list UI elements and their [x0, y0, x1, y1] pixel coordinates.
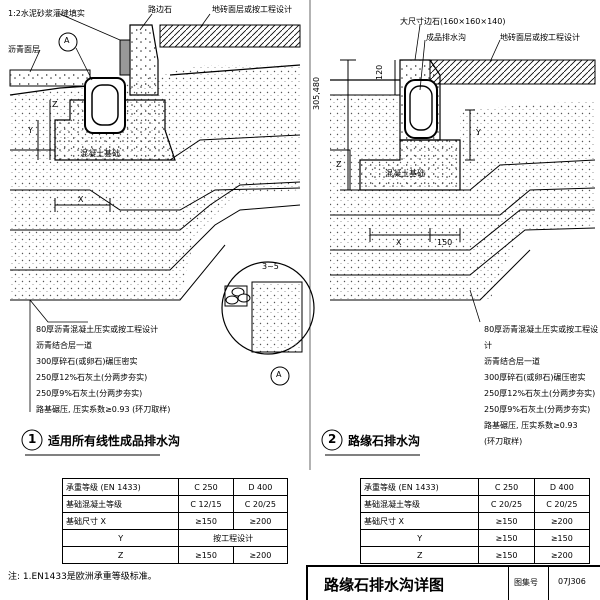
right-dim-150: 150: [437, 238, 453, 247]
left-paving-layer: [159, 24, 301, 48]
caption-2-text: 路缘石排水沟: [348, 434, 421, 448]
table-cell: ≥200: [232, 512, 289, 530]
right-layer-1: 80厚沥青混凝土压实或按工程设计: [484, 325, 599, 350]
right-label-channel: 成品排水沟: [426, 33, 466, 42]
table-cell: 承重等级 (EN 1433): [359, 478, 480, 496]
left-label-paving: 地砖面层或按工程设计: [212, 5, 292, 14]
left-detail-marker: A: [64, 36, 70, 45]
right-section-detail: [330, 24, 596, 323]
table-row: Z≥150≥200: [61, 546, 289, 564]
title-block: 路缘石排水沟详图 图集号 07J306: [306, 565, 600, 600]
right-layer-2: 沥青结合层一道: [484, 357, 540, 366]
left-label-curb: 路边石: [148, 5, 172, 14]
right-label-paving: 地砖面层或按工程设计: [500, 33, 580, 42]
table-cell: ≥150: [178, 512, 234, 530]
left-label-grout: 1:2水泥砂浆灌缝填实: [8, 9, 85, 18]
left-asphalt-layer: [9, 69, 91, 87]
caption-2-circle: [321, 429, 343, 451]
table-cell: ≥150: [533, 529, 591, 547]
table-cell: C 250: [178, 478, 234, 496]
right-base-label: 混凝土基础: [385, 169, 425, 178]
table-cell: D 400: [232, 478, 289, 496]
left-dim-y: Y: [28, 126, 33, 135]
left-base-label: 混凝土基础: [80, 149, 120, 158]
notes: 注: 1.EN1433是欧洲承重等级标准。: [8, 570, 157, 585]
caption-1-circle: [21, 429, 43, 451]
caption-1-text: 适用所有线性成品排水沟: [48, 434, 181, 448]
table-cell: D 400: [533, 478, 591, 496]
table-cell: 基础混凝土等级: [61, 495, 180, 513]
table-cell: C 20/25: [533, 495, 591, 513]
table-cell: Y: [61, 529, 180, 547]
table-cell: C 20/25: [478, 495, 535, 513]
right-dim-y: Y: [476, 128, 481, 137]
left-enlarge-marker: A: [276, 370, 282, 379]
table-row: Z≥150≥200: [359, 546, 591, 564]
right-label-curb: 大尺寸边石(160×160×140): [400, 17, 506, 26]
table-cell: C 12/15: [178, 495, 234, 513]
right-paving-layer: [429, 59, 596, 85]
right-layer-3: 300厚碎石(或卵石)碾压密实: [484, 373, 586, 382]
table-cell: ≥150: [478, 512, 535, 530]
right-dim-side: 305,480: [312, 76, 321, 110]
table-cell: 按工程设计: [178, 529, 288, 547]
left-dim-z: Z: [52, 100, 58, 109]
caption-2-num: 2: [328, 432, 337, 446]
table-cell: ≥200: [232, 546, 289, 564]
right-layer-5: 250厚9%石灰土(分两步夯实): [484, 405, 591, 414]
table-cell: ≥150: [178, 546, 234, 564]
right-layer-list: 80厚沥青混凝土压实或按工程设计 沥青结合层一道 300厚碎石(或卵石)碾压密实…: [484, 322, 600, 450]
atlas-label: 图集号: [514, 578, 538, 587]
left-detail-dim: 3~5: [262, 262, 279, 271]
left-layer-5: 250厚9%石灰土(分两步夯实): [36, 389, 143, 398]
table-cell: C 20/25: [232, 495, 289, 513]
right-concrete-base: [359, 139, 461, 191]
left-curb-stone: [129, 24, 159, 96]
right-dim-z: Z: [336, 160, 342, 169]
drawing-title: 路缘石排水沟详图: [324, 576, 445, 594]
note-1: 注: 1.EN1433是欧洲承重等级标准。: [8, 572, 157, 582]
left-layer-4: 250厚12%石灰土(分两步夯实): [36, 373, 148, 382]
right-layer-6: 路基碾压, 压实系数≥0.93: [484, 421, 578, 430]
table-cell: Z: [359, 546, 480, 564]
table-cell: Z: [61, 546, 180, 564]
left-layer-1: 80厚沥青混凝土压实或按工程设计: [36, 325, 159, 334]
right-layer-4: 250厚12%石灰土(分两步夯实): [484, 389, 596, 398]
table-cell: 基础尺寸 X: [61, 512, 180, 530]
table-cell: ≥150: [478, 529, 535, 547]
table-cell: ≥150: [478, 546, 535, 564]
table-cell: ≥200: [533, 512, 591, 530]
atlas-number: 07J306: [558, 577, 586, 586]
table-cell: 基础尺寸 X: [359, 512, 480, 530]
table-row: Y≥150≥150: [359, 529, 591, 547]
left-section-detail: [9, 13, 315, 412]
left-layer-6: 路基碾压, 压实系数≥0.93 (环刀取样): [36, 405, 171, 414]
table-row: 基础尺寸 X≥150≥200: [61, 512, 289, 530]
caption-1-num: 1: [28, 432, 37, 446]
left-layer-list: 80厚沥青混凝土压实或按工程设计 沥青结合层一道 300厚碎石(或卵石)碾压密实…: [36, 322, 170, 418]
table-cell: Y: [359, 529, 480, 547]
table-cell: ≥200: [533, 546, 591, 564]
right-dim-120: 120: [375, 64, 384, 80]
right-layer-7: (环刀取样): [484, 437, 523, 446]
left-dim-x: X: [78, 195, 84, 204]
table-cell: 承重等级 (EN 1433): [61, 478, 180, 496]
left-layer-2: 沥青结合层一道: [36, 341, 92, 350]
table-cell: 基础混凝土等级: [359, 495, 480, 513]
table-cell: C 250: [478, 478, 535, 496]
table-row: 基础尺寸 X≥150≥200: [359, 512, 591, 530]
left-layer-3: 300厚碎石(或卵石)碾压密实: [36, 357, 138, 366]
right-dim-x: X: [396, 238, 402, 247]
left-label-asphalt: 沥青面层: [8, 45, 40, 54]
right-ground-fill: [330, 95, 595, 300]
